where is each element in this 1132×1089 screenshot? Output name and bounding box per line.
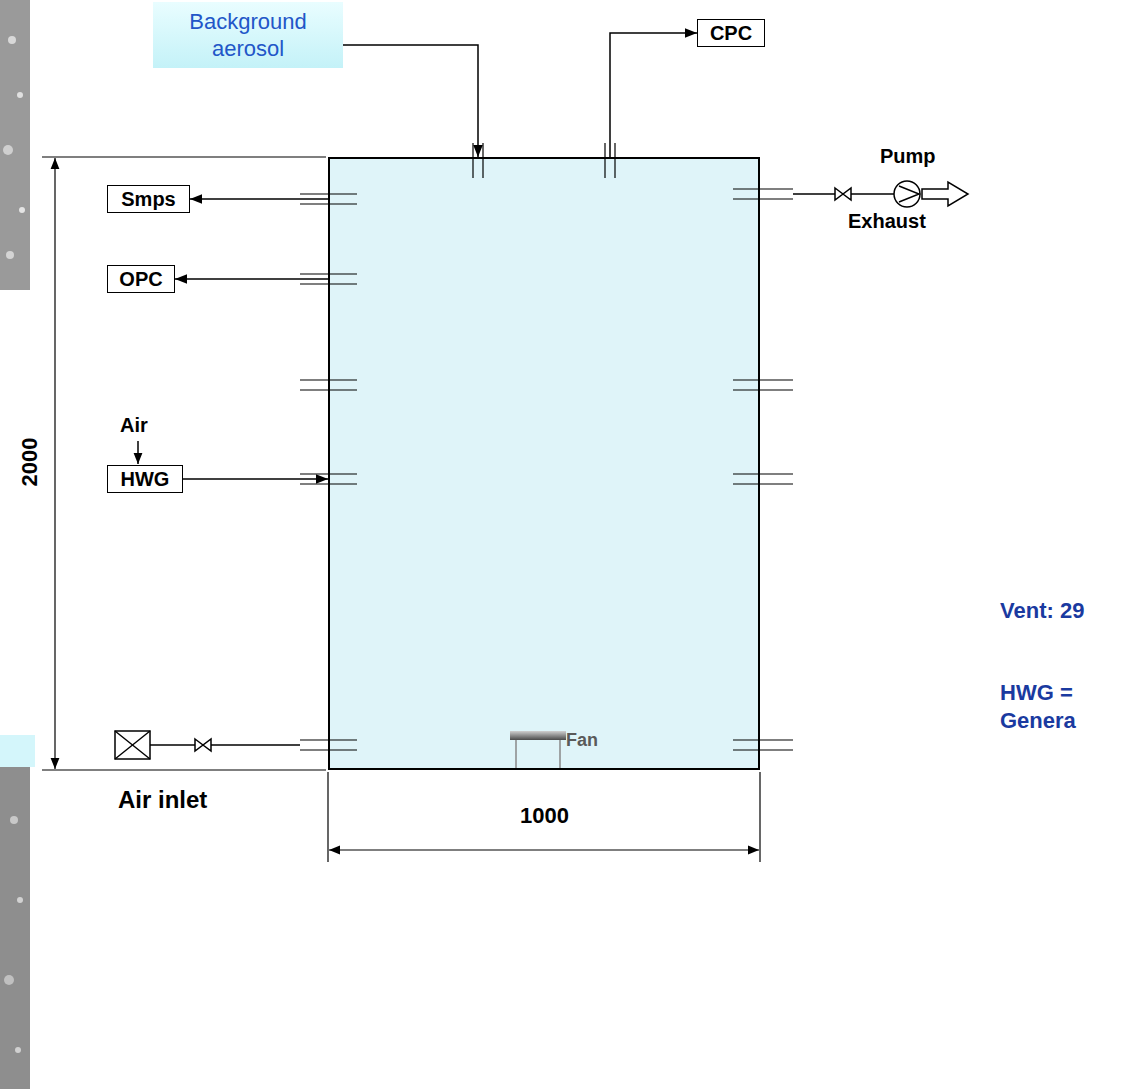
photo-fragment — [0, 767, 30, 1089]
fan-symbol — [559, 740, 561, 768]
photo-fragment — [10, 816, 18, 824]
port — [604, 143, 605, 178]
dimension-label: 2000 — [17, 438, 43, 487]
port — [482, 143, 483, 178]
pump-line — [922, 182, 968, 206]
instrument-box: CPC — [697, 19, 765, 47]
pump-line — [851, 193, 894, 195]
pump-line — [835, 188, 851, 200]
fan-symbol — [515, 740, 517, 768]
air-inlet-line — [115, 731, 150, 759]
photo-fragment — [0, 0, 30, 290]
photo-fragment — [4, 975, 14, 985]
photo-fragment — [15, 1047, 21, 1053]
instrument-box: Smps — [107, 185, 190, 213]
dimension-line — [42, 769, 326, 770]
annotation-label: Pump — [880, 145, 936, 168]
air-inlet-line — [115, 731, 300, 759]
photo-fragment — [17, 897, 23, 903]
dimension-line — [329, 849, 759, 850]
flow-connector — [610, 33, 697, 157]
flow-connector — [183, 478, 328, 480]
photo-fragment — [0, 0, 35, 1089]
node-text: OPC — [119, 268, 162, 291]
photo-fragment — [8, 36, 16, 44]
port — [733, 379, 793, 380]
port — [733, 483, 793, 484]
test-chamber: Fan — [328, 157, 760, 770]
dimension-line — [54, 158, 55, 769]
port — [733, 473, 793, 474]
node-text: HWG — [121, 468, 170, 491]
instrument-box: OPC — [107, 265, 175, 293]
flow-connector — [190, 198, 328, 200]
chamber-fill — [330, 159, 758, 768]
port — [733, 389, 793, 390]
port — [614, 143, 615, 178]
air-inlet-line — [150, 744, 195, 746]
air-inlet-line — [211, 744, 300, 746]
annotation-label: Genera — [1000, 708, 1076, 734]
dimension-line — [42, 157, 760, 862]
pump-line — [899, 186, 919, 202]
air-inlet-line — [115, 731, 150, 759]
port — [472, 143, 473, 178]
photo-fragment — [0, 735, 35, 767]
fan-symbol — [510, 731, 566, 768]
air-inlet-line — [195, 739, 211, 751]
pump-line — [793, 181, 968, 207]
annotation-label: Vent: 29 — [1000, 598, 1084, 624]
dimension-line — [327, 772, 328, 862]
port — [300, 143, 793, 750]
port — [733, 188, 793, 189]
air-inlet-line — [115, 731, 150, 759]
dimension-line — [759, 772, 760, 862]
node-text: Background aerosol — [165, 8, 331, 62]
source-box: Background aerosol — [153, 2, 343, 68]
annotation-label: HWG = — [1000, 680, 1073, 706]
pump-line — [793, 193, 835, 195]
fan-symbol — [510, 731, 566, 740]
port — [733, 198, 793, 199]
photo-fragment — [3, 145, 13, 155]
photo-fragment — [19, 207, 25, 213]
dimension-line — [42, 156, 326, 157]
pump-line — [894, 181, 920, 207]
photo-fragment — [6, 251, 14, 259]
flow-connector — [343, 45, 478, 157]
air-feed-arrow — [137, 441, 139, 464]
port — [733, 739, 793, 740]
annotation-label: Exhaust — [848, 210, 926, 233]
annotation-label: Air — [120, 414, 148, 437]
flow-connector — [175, 278, 328, 280]
node-text: Smps — [121, 188, 175, 211]
photo-fragment — [17, 92, 23, 98]
annotation-label: 1000 — [520, 803, 569, 829]
generator-box: HWG — [107, 465, 183, 493]
node-text: Fan — [566, 730, 598, 751]
port — [733, 749, 793, 750]
annotation-label: Air inlet — [118, 786, 207, 814]
node-text: CPC — [710, 22, 752, 45]
